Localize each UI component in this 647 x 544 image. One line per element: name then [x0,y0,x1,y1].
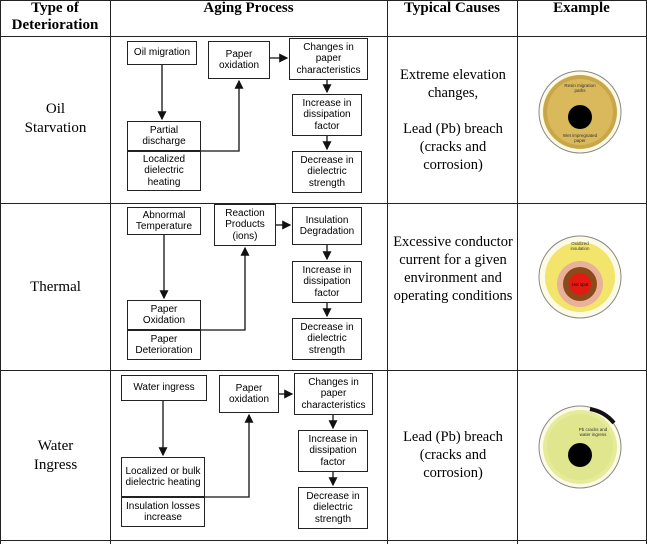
causes-oil-1: Extreme elevation changes, [400,67,506,101]
col-line-0 [0,0,1,544]
header-process: Aging Process [203,0,294,16]
arrow-losses-to-oxidation [205,413,254,498]
box-localized-heating: Localized dielectric heating [127,151,201,191]
label-pb-cracks: Pb cracks and water ingress [578,427,608,437]
label-wet-paper: Wet impregnated paper [562,133,598,143]
header-divider [0,36,647,37]
box-dielectric-strength-thermal: Decrease in dielectric strength [292,318,362,360]
box-insulation-losses: Insulation losses increase [121,497,205,527]
causes-oil-2: Lead (Pb) breach (cracks and corrosion) [403,121,503,173]
row-type-thermal: Thermal [30,279,81,295]
box-dissipation-factor-thermal: Increase in dissipation factor [292,261,362,303]
box-dissipation-factor: Increase in dissipation factor [292,94,362,136]
header-type: Type of Deterioration [11,0,99,33]
box-dielectric-strength: Decrease in dielectric strength [292,151,362,193]
box-reaction-products: Reaction Products (ions) [214,204,276,246]
row-divider-1 [0,203,647,204]
col-line-3 [517,0,518,544]
header-example: Example [553,0,610,16]
box-dielectric-strength-water: Decrease in dielectric strength [298,487,368,529]
col-line-2 [387,0,388,544]
box-paper-characteristics-water: Changes in paper characteristics [294,373,373,415]
box-paper-oxidation: Paper oxidation [208,41,270,79]
example-image-water-ingress: Pb cracks and water ingress [538,405,622,489]
box-paper-characteristics: Changes in paper characteristics [289,38,368,80]
causes-water: Lead (Pb) breach (cracks and corrosion) [403,429,503,481]
label-resin-paths: Resin migration paths [564,83,596,93]
box-water-ingress: Water ingress [121,375,207,401]
example-image-oil-starvation: Resin migration paths Wet impregnated pa… [538,70,622,154]
box-dissipation-factor-water: Increase in dissipation factor [298,430,368,472]
row-divider-2 [0,370,647,371]
box-paper-oxidation-water: Paper oxidation [219,375,279,413]
row-type-oil-starvation: Oil Starvation [24,101,87,136]
table-border-bottom [0,540,647,541]
table-border-top [0,0,647,1]
box-paper-deterioration: Paper Deterioration [127,330,201,360]
box-partial-discharge: Partial discharge [127,121,201,151]
example-image-thermal: Oxidized insulation Hot spot [538,235,622,319]
arrow-heating-to-oxidation [201,79,244,152]
box-insulation-degradation: Insulation Degradation [292,207,362,245]
row-type-water-ingress: Water Ingress [33,438,78,473]
box-paper-oxidation-thermal: Paper Oxidation [127,300,201,330]
box-abnormal-temperature: Abnormal Temperature [127,207,201,235]
box-bulk-heating: Localized or bulk dielectric heating [121,457,205,497]
arrow-deterioration-to-products [201,246,250,331]
label-hot-spot: Hot spot [571,282,589,287]
label-oxidized: Oxidized insulation [570,241,590,251]
header-causes: Typical Causes [404,0,500,16]
causes-thermal: Excessive conductor current for a given … [393,234,513,304]
col-line-1 [110,0,111,544]
box-oil-migration: Oil migration [127,41,197,65]
